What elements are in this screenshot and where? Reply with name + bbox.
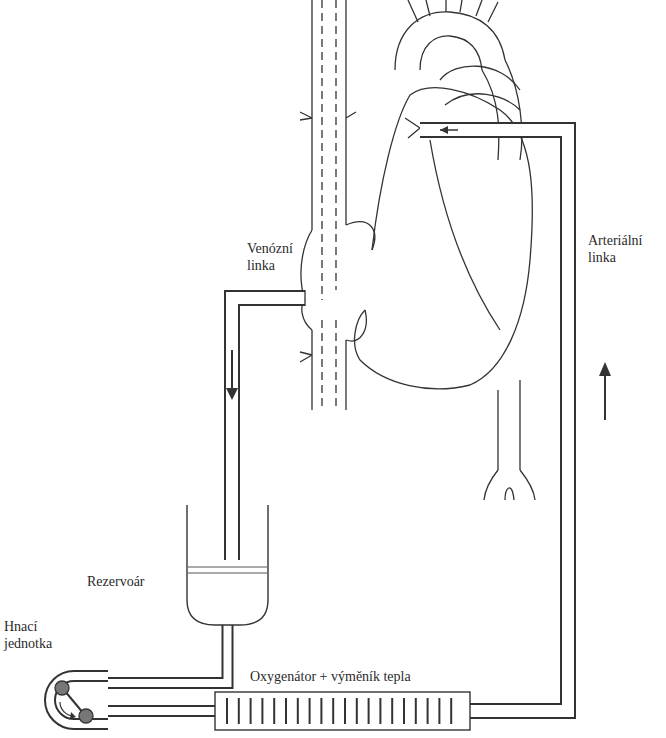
tube-connector [108, 711, 215, 712]
line-label: Venózní linka [247, 240, 305, 274]
oxygenator-box: Oxygenátor + výměník tepla [215, 692, 470, 730]
node-label: Rezervoár [87, 573, 179, 590]
roller-pump: Hnací jednotka [40, 668, 108, 730]
tube-connector [108, 625, 228, 683]
node-label: Hnací jednotka [4, 618, 76, 652]
reservoir-outline [185, 545, 270, 625]
oxygenator-box-outline [215, 692, 470, 730]
roller-pump-outline [40, 668, 108, 730]
reservoir: Rezervoár [185, 545, 270, 625]
node-label: Oxygenátor + výměník tepla [250, 668, 475, 685]
line-label: Arteriální linka [588, 232, 660, 266]
